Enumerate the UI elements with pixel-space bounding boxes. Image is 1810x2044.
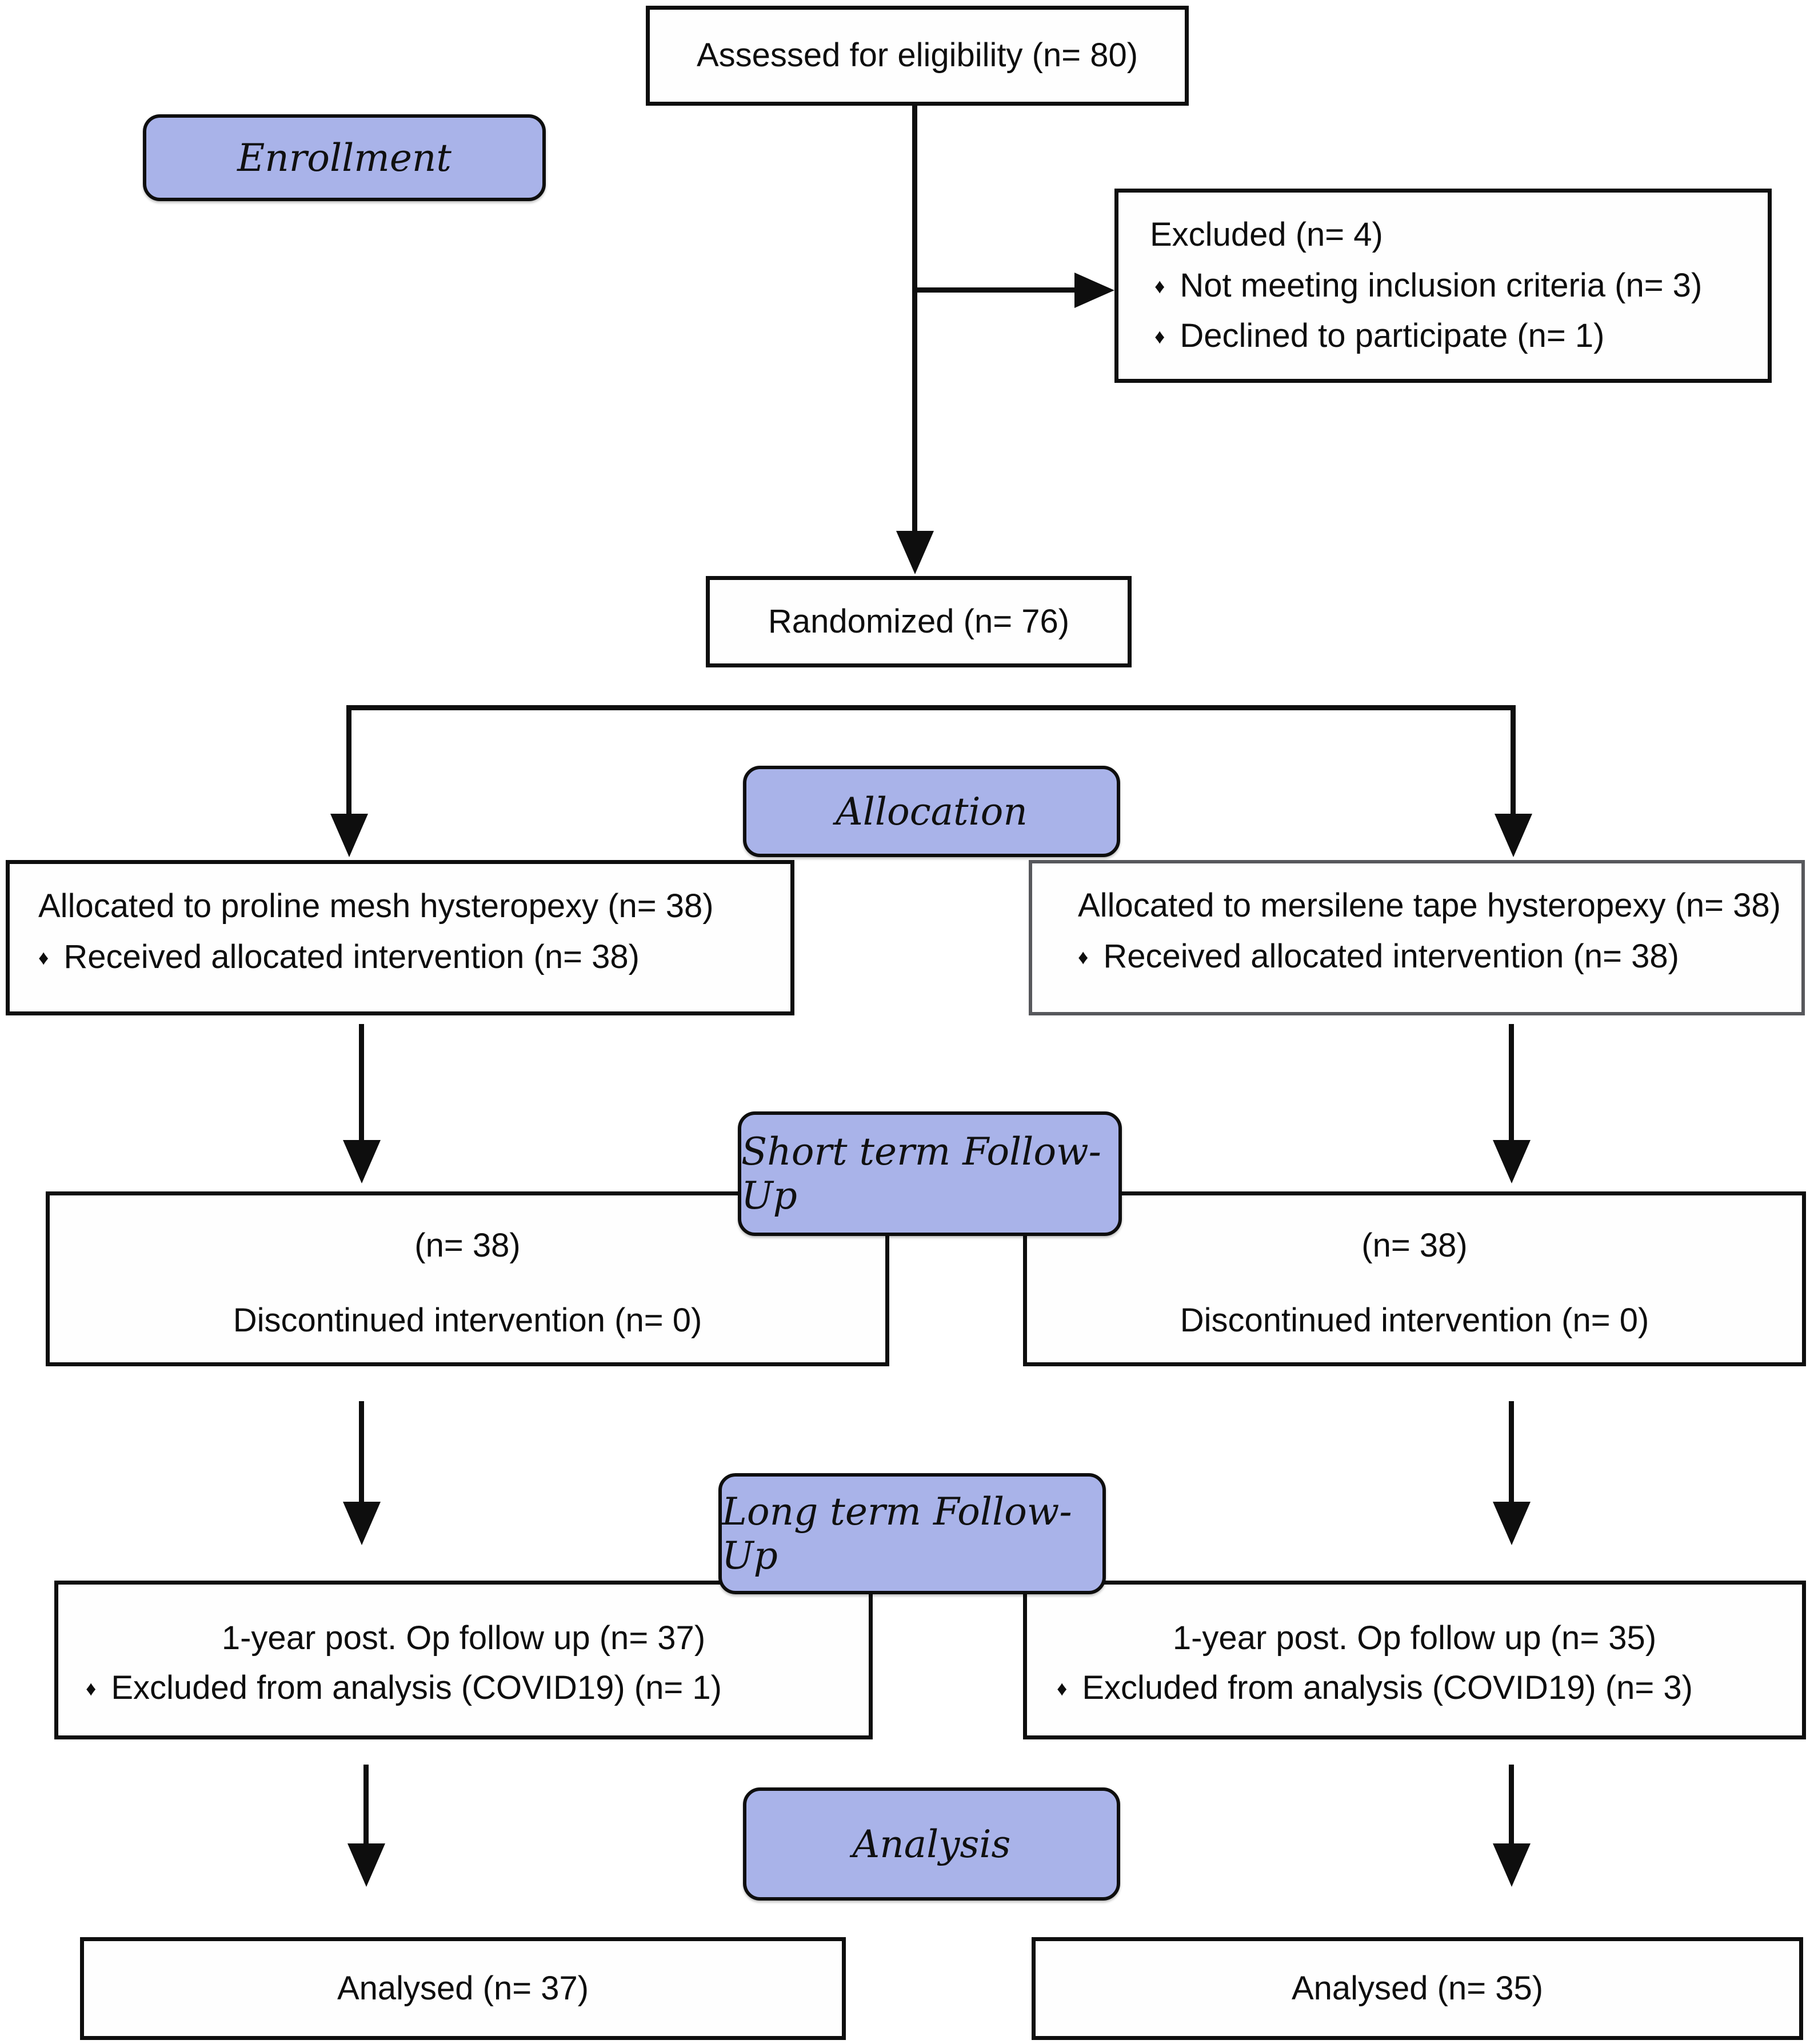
stage-label-analysis: Analysis bbox=[743, 1787, 1120, 1901]
long-term-right-title: 1-year post. Op follow up (n= 35) bbox=[1172, 1619, 1657, 1657]
arrow-head-icon bbox=[347, 1843, 385, 1887]
excluded-title: Excluded (n= 4) bbox=[1150, 216, 1383, 253]
short-term-right-box: (n= 38) Discontinued intervention (n= 0) bbox=[1023, 1191, 1806, 1366]
long-term-right-box: 1-year post. Op follow up (n= 35) ♦ Excl… bbox=[1023, 1581, 1806, 1739]
arrow-head-icon bbox=[1493, 1140, 1531, 1183]
arrow-line-left-long-term bbox=[359, 1401, 364, 1503]
bullet-diamond-icon: ♦ bbox=[1154, 325, 1165, 348]
stage-label-long-term-follow-up: Long term Follow-Up bbox=[718, 1473, 1106, 1594]
arrow-head-icon bbox=[1493, 1843, 1531, 1887]
bullet-diamond-icon: ♦ bbox=[38, 945, 49, 969]
arrow-line-right-analysis bbox=[1509, 1765, 1514, 1845]
bullet-diamond-icon: ♦ bbox=[1154, 274, 1165, 298]
allocation-left-item-row: ♦ Received allocated intervention (n= 38… bbox=[38, 937, 782, 978]
arrow-head-icon bbox=[330, 814, 368, 857]
arrow-head-icon bbox=[1074, 273, 1114, 308]
bullet-diamond-icon: ♦ bbox=[86, 1676, 97, 1700]
stage-label-enrollment-text: Enrollment bbox=[237, 135, 451, 180]
analysed-left-text: Analysed (n= 37) bbox=[337, 1969, 589, 2007]
arrow-line-to-excluded bbox=[916, 287, 1076, 293]
analysed-right-text: Analysed (n= 35) bbox=[1291, 1969, 1544, 2007]
analysed-left-box: Analysed (n= 37) bbox=[80, 1937, 846, 2040]
randomized-text: Randomized (n= 76) bbox=[768, 602, 1070, 640]
short-term-right-line2: Discontinued intervention (n= 0) bbox=[1180, 1301, 1649, 1339]
arrow-line-right-allocation bbox=[1511, 705, 1516, 815]
arrow-line-left-analysis bbox=[363, 1765, 369, 1845]
allocation-left-box: Allocated to proline mesh hysteropexy (n… bbox=[6, 860, 794, 1015]
assessed-eligibility-box: Assessed for eligibility (n= 80) bbox=[646, 6, 1189, 106]
stage-label-short-term-follow-up: Short term Follow-Up bbox=[738, 1111, 1122, 1236]
excluded-box: Excluded (n= 4) ♦ Not meeting inclusion … bbox=[1114, 189, 1772, 383]
arrow-line-right-short-term bbox=[1509, 1024, 1514, 1141]
arrow-line-left-allocation bbox=[346, 705, 351, 815]
excluded-item-row: ♦ Declined to participate (n= 1) bbox=[1154, 315, 1756, 357]
bullet-diamond-icon: ♦ bbox=[1078, 945, 1089, 969]
split-line bbox=[346, 705, 1516, 710]
short-term-right-line1: (n= 38) bbox=[1361, 1227, 1468, 1264]
analysed-right-box: Analysed (n= 35) bbox=[1032, 1937, 1803, 2040]
short-term-left-line2: Discontinued intervention (n= 0) bbox=[233, 1301, 702, 1339]
bullet-diamond-icon: ♦ bbox=[1057, 1676, 1068, 1700]
allocation-right-item-1: Received allocated intervention (n= 38) bbox=[1103, 937, 1679, 975]
long-term-right-item-1: Excluded from analysis (COVID19) (n= 3) bbox=[1082, 1669, 1693, 1706]
allocation-left-item-1: Received allocated intervention (n= 38) bbox=[63, 938, 640, 975]
allocation-right-box: Allocated to mersilene tape hysteropexy … bbox=[1029, 860, 1805, 1015]
arrow-head-icon bbox=[1493, 1502, 1531, 1545]
excluded-item-row: ♦ Not meeting inclusion criteria (n= 3) bbox=[1154, 265, 1756, 307]
excluded-item-2: Declined to participate (n= 1) bbox=[1180, 317, 1605, 354]
allocation-right-item-row: ♦ Received allocated intervention (n= 38… bbox=[1078, 936, 1793, 978]
arrow-head-icon bbox=[896, 531, 934, 574]
assessed-eligibility-text: Assessed for eligibility (n= 80) bbox=[696, 37, 1138, 74]
stage-label-allocation-text: Allocation bbox=[836, 789, 1028, 834]
stage-label-allocation: Allocation bbox=[743, 766, 1120, 857]
short-term-left-line1: (n= 38) bbox=[414, 1227, 521, 1264]
stage-label-long-term-text: Long term Follow-Up bbox=[722, 1490, 1072, 1578]
allocation-left-title: Allocated to proline mesh hysteropexy (n… bbox=[38, 887, 714, 925]
long-term-left-item-1: Excluded from analysis (COVID19) (n= 1) bbox=[111, 1669, 722, 1706]
randomized-box: Randomized (n= 76) bbox=[706, 576, 1132, 667]
stage-label-short-term-text: Short term Follow-Up bbox=[741, 1130, 1101, 1218]
arrow-head-icon bbox=[343, 1502, 381, 1545]
arrow-line-assessed-to-randomized bbox=[912, 105, 917, 532]
long-term-left-box: 1-year post. Op follow up (n= 37) ♦ Excl… bbox=[54, 1581, 873, 1739]
arrow-line-right-long-term bbox=[1509, 1401, 1514, 1503]
arrow-head-icon bbox=[343, 1140, 381, 1183]
stage-label-analysis-text: Analysis bbox=[852, 1822, 1011, 1866]
stage-label-enrollment: Enrollment bbox=[143, 114, 546, 201]
allocation-right-title: Allocated to mersilene tape hysteropexy … bbox=[1078, 887, 1781, 924]
long-term-left-item-row: ♦ Excluded from analysis (COVID19) (n= 1… bbox=[86, 1667, 869, 1709]
long-term-right-item-row: ♦ Excluded from analysis (COVID19) (n= 3… bbox=[1057, 1667, 1802, 1709]
arrow-line-left-short-term bbox=[359, 1024, 364, 1141]
long-term-left-title: 1-year post. Op follow up (n= 37) bbox=[221, 1619, 706, 1657]
arrow-head-icon bbox=[1495, 814, 1532, 857]
excluded-item-1: Not meeting inclusion criteria (n= 3) bbox=[1180, 266, 1703, 304]
